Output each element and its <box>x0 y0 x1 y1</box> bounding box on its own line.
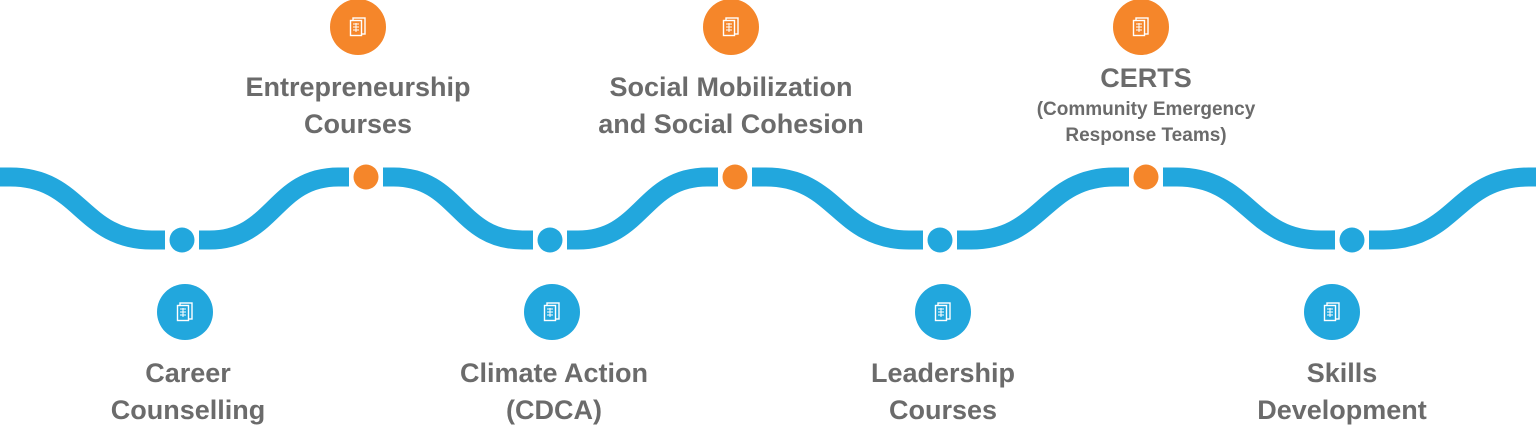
document-icon <box>157 284 213 340</box>
timeline-dot <box>722 164 748 190</box>
timeline-dot <box>927 227 953 253</box>
document-icon <box>1304 284 1360 340</box>
document-icon <box>703 0 759 55</box>
wave-path <box>0 167 1536 250</box>
document-icon <box>1113 0 1169 55</box>
timeline-dot <box>169 227 195 253</box>
document-icon <box>330 0 386 55</box>
milestone-label-climate: Climate Action(CDCA) <box>459 358 649 425</box>
timeline-dot <box>1339 227 1365 253</box>
document-icon <box>524 284 580 340</box>
timeline-dot <box>1133 164 1159 190</box>
document-icon <box>915 284 971 340</box>
timeline-dot <box>353 164 379 190</box>
timeline-dot <box>537 227 563 253</box>
